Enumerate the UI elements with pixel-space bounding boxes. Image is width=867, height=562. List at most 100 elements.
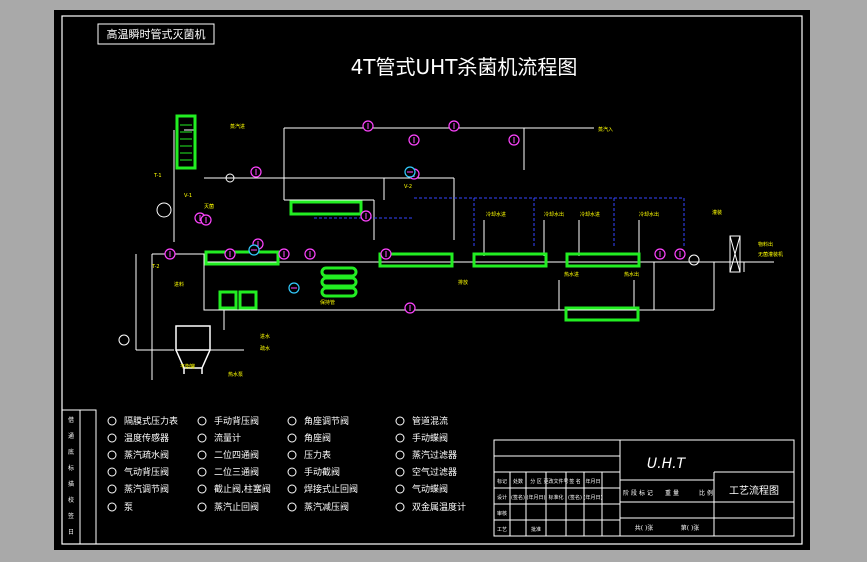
- legend-item: 压力表: [287, 449, 331, 461]
- stage-label: 重 量: [665, 489, 679, 497]
- title-block-header: 标记: [497, 478, 507, 485]
- legend-label: 蒸汽减压阀: [304, 501, 349, 513]
- svg-text:排放: 排放: [458, 279, 468, 286]
- legend-item: 角座调节阀: [287, 415, 349, 427]
- legend-item: 手动背压阀: [197, 415, 259, 427]
- air-filter-icon: [395, 467, 405, 477]
- title-block-header: 更改文件号: [543, 478, 568, 485]
- legend-item: 气动蝶阀: [395, 483, 448, 495]
- legend: 隔膜式压力表手动背压阀角座调节阀管道混流温度传感器流量计角座阀手动蝶阀蒸汽疏水阀…: [107, 415, 466, 513]
- pneumatic-valve-icon: [395, 484, 405, 494]
- stage-label: 比 例: [699, 489, 713, 497]
- legend-label: 流量计: [214, 432, 241, 444]
- legend-label: 角座阀: [304, 432, 331, 444]
- legend-label: 温度传感器: [124, 432, 169, 444]
- svg-text:冷却水进: 冷却水进: [486, 211, 506, 218]
- steam-injector-column: [175, 114, 197, 170]
- legend-label: 截止阀,柱塞阀: [214, 483, 271, 495]
- heat-exchanger-1: [204, 250, 280, 266]
- header-label: 高温瞬时管式灭菌机: [107, 27, 206, 41]
- svg-text:蒸汽入: 蒸汽入: [598, 126, 613, 133]
- legend-item: 隔膜式压力表: [107, 415, 178, 427]
- side-block-label: 日: [68, 529, 74, 536]
- check-valve-icon: [197, 484, 207, 494]
- legend-item: 蒸汽调节阀: [107, 483, 169, 495]
- steam-check-valve-icon: [197, 502, 207, 512]
- sheet-count: 第( )张: [681, 524, 700, 532]
- legend-label: 焊接式止回阀: [304, 483, 358, 495]
- temperature-sensor-icon: [107, 433, 117, 443]
- title-block-header: 处数: [513, 478, 523, 485]
- title-block-header: 签 名: [569, 478, 581, 485]
- steam-reducing-valve-icon: [287, 502, 297, 512]
- svg-text:热水出: 热水出: [624, 271, 639, 278]
- legend-item: 蒸汽止回阀: [197, 501, 259, 513]
- header-box: [97, 23, 215, 45]
- legend-label: 手动背压阀: [214, 415, 259, 427]
- manual-pressure-valve-icon: [197, 416, 207, 426]
- legend-label: 二位三通阀: [214, 466, 259, 478]
- legend-item: 二位四通阀: [197, 449, 259, 461]
- equipment: [175, 114, 641, 322]
- side-block: [61, 409, 97, 545]
- hot-water-unit-2: [238, 290, 258, 310]
- tube-heat-exchanger-icon: [395, 416, 405, 426]
- title-block-cell: 标准化: [548, 494, 563, 501]
- side-block-label: 签: [68, 512, 74, 520]
- stage-label: 阶 段 标 记: [623, 489, 653, 497]
- legend-item: 温度传感器: [107, 432, 169, 444]
- legend-label: 管道混流: [412, 415, 448, 427]
- svg-text:热水泵: 热水泵: [228, 371, 243, 378]
- svg-text:疏水: 疏水: [260, 345, 270, 352]
- side-block-label: 标: [68, 464, 74, 472]
- svg-text:灭菌: 灭菌: [204, 203, 214, 210]
- legend-item: 蒸汽疏水阀: [107, 449, 169, 461]
- hot-water-unit-1: [218, 290, 238, 310]
- legend-label: 角座调节阀: [304, 415, 349, 427]
- title-block-cell: 工艺: [497, 527, 507, 533]
- balance-tank: [175, 325, 211, 374]
- bimetal-thermometer-icon: [395, 502, 405, 512]
- title-block-cell: 审核: [497, 510, 507, 517]
- side-block-label: 通: [68, 432, 74, 440]
- svg-text:冷却水出: 冷却水出: [639, 211, 659, 218]
- pneumatic-diaphragm-valve-icon: [107, 467, 117, 477]
- manual-butterfly-valve-icon: [395, 433, 405, 443]
- pump-icon: [107, 502, 117, 512]
- title-block-cell: 批准: [531, 526, 541, 533]
- pumps: [118, 173, 700, 346]
- product-name: U.H.T: [647, 456, 687, 472]
- flow-labels: 蒸汽进 蒸汽入 T-1 V-1 V-2 T-2 保持管 冷却水进 冷却水出 冷却…: [151, 123, 783, 378]
- flow-meter-icon: [197, 433, 207, 443]
- svg-text:V-1: V-1: [184, 193, 192, 199]
- angle-control-valve-icon: [287, 416, 297, 426]
- legend-item: 角座阀: [287, 432, 331, 444]
- svg-text:进水: 进水: [260, 333, 270, 340]
- svg-text:无菌灌装机: 无菌灌装机: [758, 251, 783, 258]
- outer-frame: [61, 15, 803, 545]
- legend-item: 空气过滤器: [395, 466, 457, 478]
- legend-label: 蒸汽调节阀: [124, 483, 169, 495]
- side-block-label: 描: [68, 480, 74, 488]
- steam-lines: [314, 197, 685, 248]
- heat-exchanger-4: [472, 252, 548, 268]
- legend-item: 双金属温度计: [395, 501, 466, 513]
- steam-control-valve-icon: [107, 484, 117, 494]
- instrument-cyan: [248, 166, 416, 294]
- legend-label: 蒸汽止回阀: [214, 501, 259, 513]
- title-block: [493, 439, 795, 537]
- legend-item: 截止阀,柱塞阀: [197, 483, 271, 495]
- heat-exchanger-6: [564, 306, 640, 322]
- legend-label: 双金属温度计: [412, 501, 466, 513]
- svg-text:T-1: T-1: [153, 173, 162, 179]
- side-block-label: 校: [68, 496, 74, 504]
- svg-text:热水进: 热水进: [564, 271, 579, 278]
- page-title: 4T管式UHT杀菌机流程图: [351, 55, 578, 79]
- legend-label: 空气过滤器: [412, 466, 457, 478]
- legend-item: 气动背压阀: [107, 466, 169, 478]
- three-way-valve-icon: [197, 467, 207, 477]
- title-block-header: 年月日: [585, 478, 600, 485]
- legend-label: 气动蝶阀: [412, 483, 448, 495]
- steam-trap-icon: [107, 450, 117, 460]
